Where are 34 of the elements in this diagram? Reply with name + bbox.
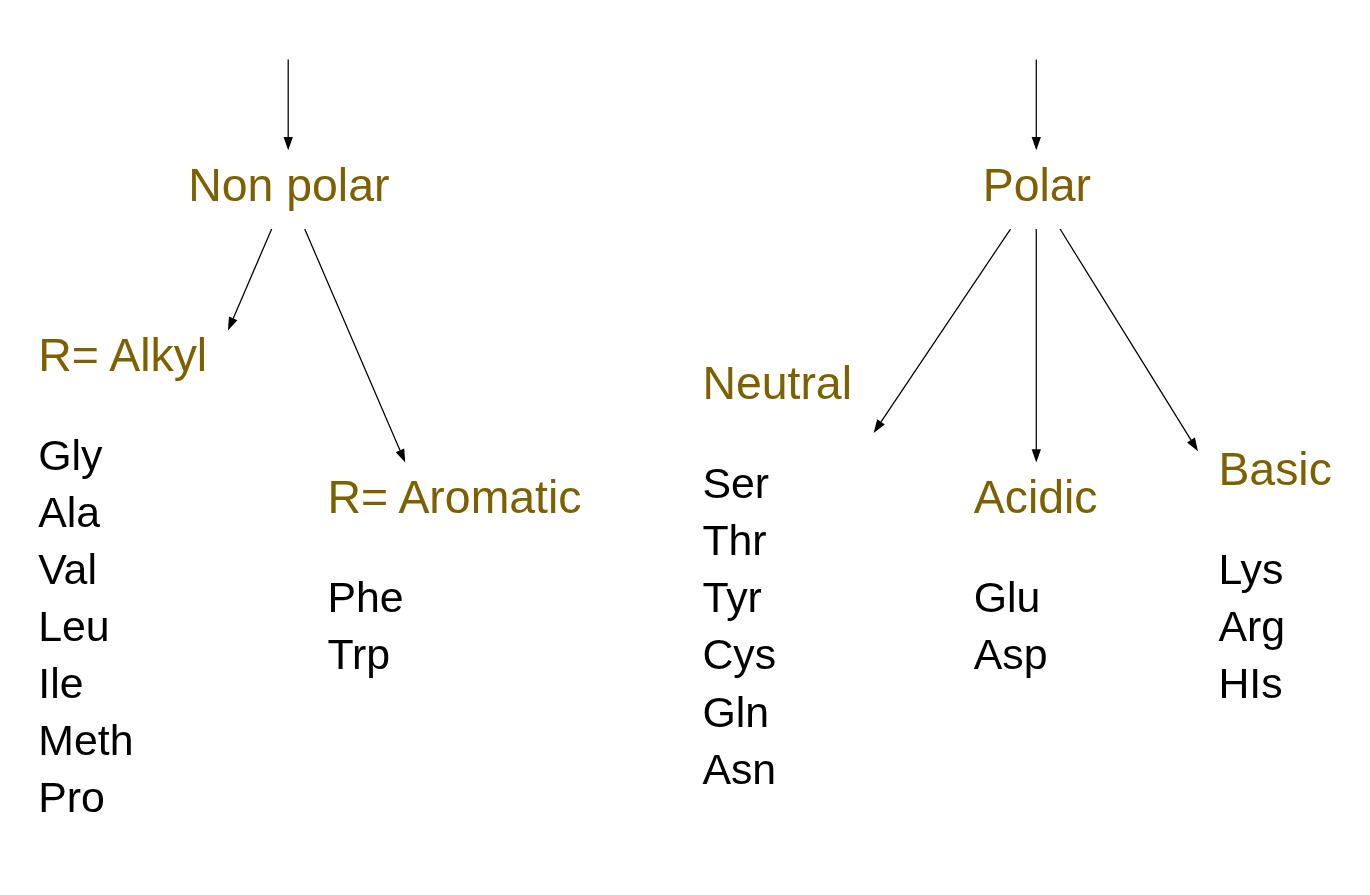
arrow <box>283 58 293 150</box>
node-label: Trp <box>327 630 391 678</box>
node-label: Phe <box>327 572 404 621</box>
node-label: Gln <box>702 687 770 736</box>
node-label: Cys <box>702 630 777 678</box>
node-label: HIs <box>1218 658 1283 707</box>
node-label: Asn <box>702 744 777 793</box>
node-label: Leu <box>38 601 110 650</box>
node-label: Lys <box>1218 544 1284 593</box>
node-label: Meth <box>38 715 134 764</box>
node-label: Pro <box>38 772 105 821</box>
arrow <box>304 227 406 462</box>
node-text: Basic <box>1218 442 1332 495</box>
node-label: Ser <box>702 458 770 507</box>
node-text: Acidic <box>973 470 1098 523</box>
node-label: Val <box>38 544 97 593</box>
node-label: Tyr <box>702 572 762 621</box>
node-label: Ala <box>38 487 101 536</box>
node-label: Glu <box>973 572 1041 621</box>
node-text: Non polar <box>188 158 390 211</box>
node-label: Ile <box>38 658 84 707</box>
node-text: Neutral <box>702 356 853 409</box>
node-label: Thr <box>702 515 767 564</box>
node-text: R= Aromatic <box>327 470 582 523</box>
arrow <box>873 227 1012 433</box>
node-text: Polar <box>982 158 1092 211</box>
node-text: R= Alkyl <box>38 328 208 381</box>
node-label: Gly <box>38 430 103 479</box>
arrow <box>1059 227 1198 451</box>
node-label: Asp <box>973 630 1048 678</box>
arrow <box>1031 58 1041 150</box>
arrow <box>1031 227 1041 463</box>
node-label: Arg <box>1218 601 1286 650</box>
arrow <box>227 227 273 331</box>
